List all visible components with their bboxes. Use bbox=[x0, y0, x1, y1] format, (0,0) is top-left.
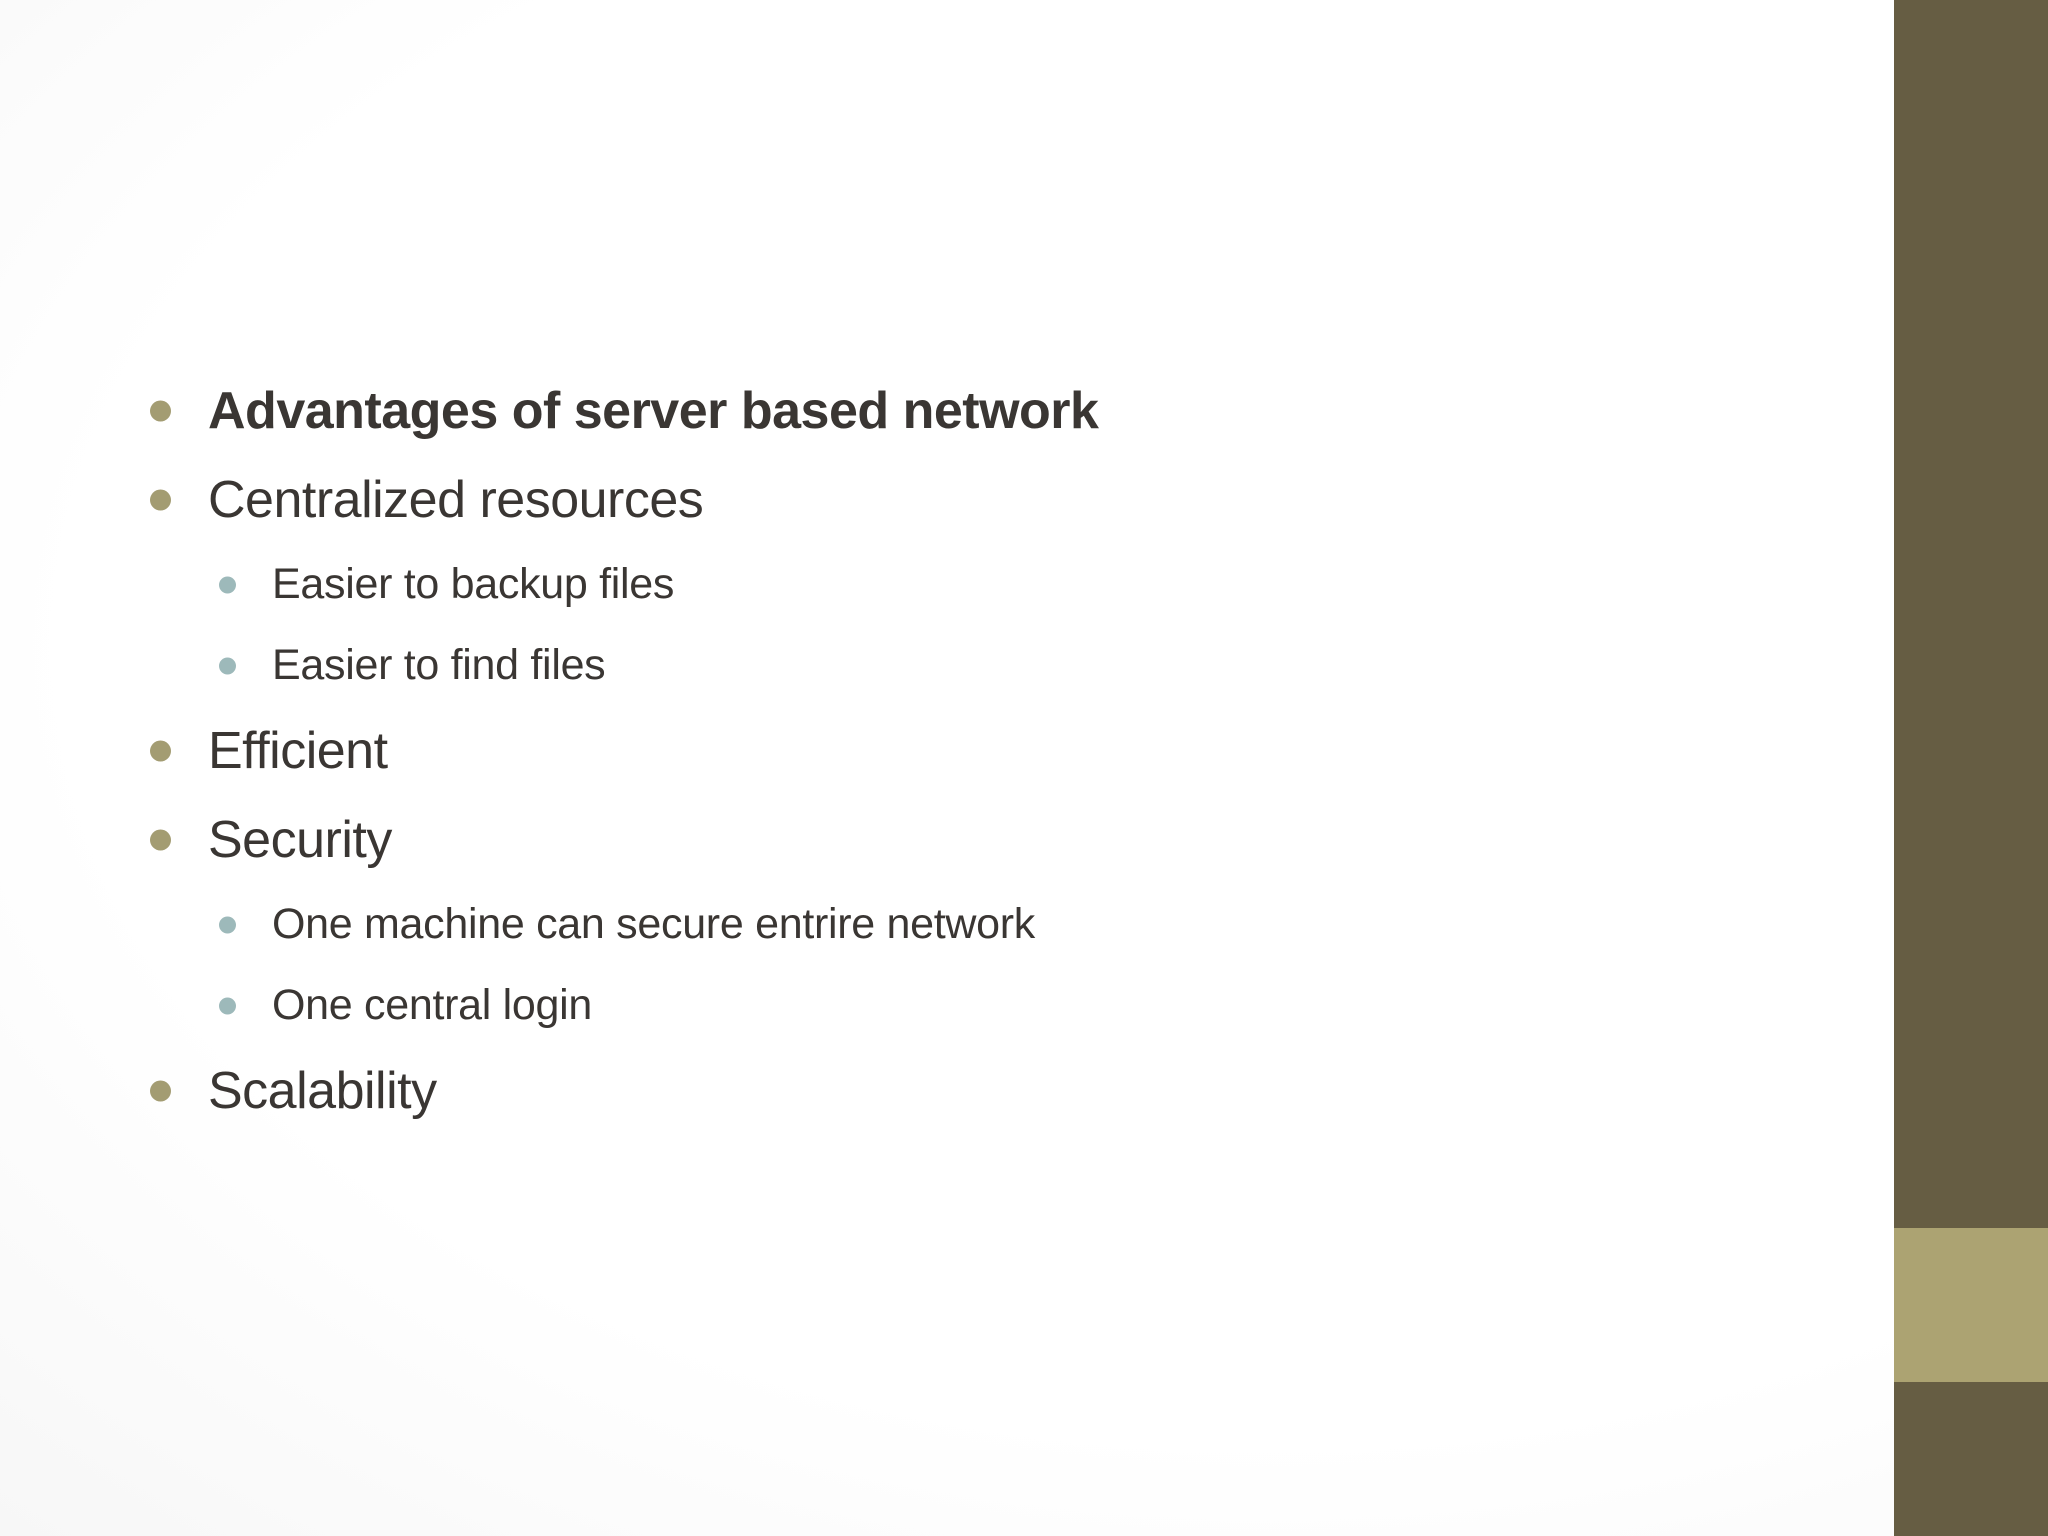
list-item-text: Easier to find files bbox=[272, 641, 606, 689]
list-item: Centralized resources bbox=[0, 455, 1800, 544]
bullet-icon bbox=[219, 997, 236, 1014]
bullet-icon bbox=[150, 740, 171, 761]
list-item-text: Centralized resources bbox=[208, 470, 704, 529]
list-item-text: Security bbox=[208, 810, 392, 869]
sidebar-band bbox=[1894, 0, 2048, 1536]
list-item-text: One central login bbox=[272, 981, 592, 1029]
bullet-icon bbox=[219, 576, 236, 593]
list-item: Easier to backup files bbox=[0, 544, 1800, 625]
list-item-text: Easier to backup files bbox=[272, 560, 675, 608]
list-item: Efficient bbox=[0, 706, 1800, 795]
list-item-text: One machine can secure entrire network bbox=[272, 900, 1035, 948]
sidebar-accent-square bbox=[1894, 1228, 2048, 1382]
list-item-text: Advantages of server based network bbox=[208, 381, 1099, 440]
list-item: Easier to find files bbox=[0, 625, 1800, 706]
list-item: Advantages of server based network bbox=[0, 366, 1800, 455]
list-item-text: Scalability bbox=[208, 1061, 437, 1120]
bullet-icon bbox=[219, 657, 236, 674]
bullet-icon bbox=[150, 1080, 171, 1101]
list-item: One machine can secure entrire network bbox=[0, 884, 1800, 965]
bullet-icon bbox=[150, 400, 171, 421]
list-item: Scalability bbox=[0, 1046, 1800, 1135]
bullet-icon bbox=[150, 829, 171, 850]
bullet-icon bbox=[219, 916, 236, 933]
bullet-icon bbox=[150, 489, 171, 510]
list-item-text: Efficient bbox=[208, 721, 388, 780]
list-item: Security bbox=[0, 795, 1800, 884]
list-item: One central login bbox=[0, 965, 1800, 1046]
